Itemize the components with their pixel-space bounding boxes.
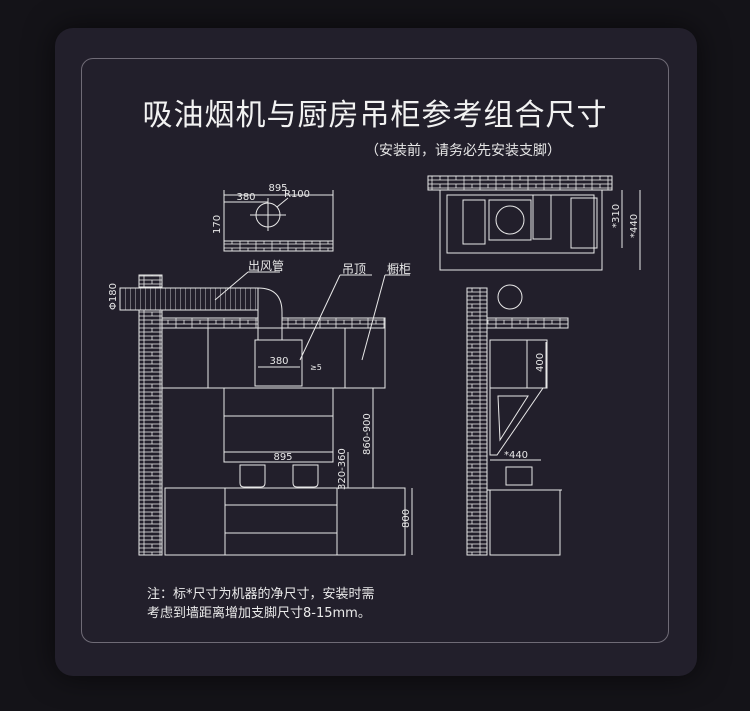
front-view [119, 271, 413, 556]
installation-note: 注：标*尺寸为机器的净尺寸，安装时需 考虑到墙距离增加支脚尺寸8-15mm。 [147, 585, 375, 623]
dim-hob-clearance: 320-360 [337, 448, 348, 490]
diagram-frame [81, 58, 669, 643]
dim-gap: ≥5 [310, 363, 322, 372]
dim-counter-height: 800 [401, 509, 412, 528]
dim-plan-height: 170 [212, 215, 223, 234]
hood-chimney [254, 339, 303, 387]
pot-side [505, 466, 533, 486]
exhaust-duct [119, 287, 259, 311]
top-view [427, 175, 641, 271]
dim-duct-diameter: Φ180 [108, 283, 119, 310]
dim-hood-width: 895 [273, 452, 292, 463]
dim-depth-outer: *440 [629, 214, 640, 238]
base-cabinet [164, 487, 406, 556]
dim-chimney-width: 380 [269, 356, 288, 367]
dim-hood-height: 860-900 [362, 413, 373, 455]
dim-plan-width: 895 [268, 183, 287, 194]
fan-icon [488, 199, 532, 241]
label-cabinet: 橱柜 [387, 262, 411, 276]
note-line-2: 考虑到墙距离增加支脚尺寸8-15mm。 [147, 606, 371, 621]
range-hood [223, 387, 334, 463]
plan-view [223, 190, 334, 252]
dim-side-cabinet: 400 [535, 353, 546, 372]
hood-top [439, 189, 603, 271]
label-duct: 出风管 [248, 258, 284, 273]
pot-left [239, 464, 266, 488]
pot-right [292, 464, 319, 488]
dim-plan-offset: 380 [236, 192, 255, 203]
note-line-1: 注：标*尺寸为机器的净尺寸，安装时需 [147, 587, 375, 602]
dim-plan-radius: R100 [284, 189, 310, 200]
side-view [466, 284, 569, 556]
label-ceiling: 吊顶 [342, 262, 366, 276]
subtitle: （安装前，请务必先安装支脚） [365, 143, 561, 159]
page-title: 吸油烟机与厨房吊柜参考组合尺寸 [142, 98, 608, 133]
dim-depth-inner: *310 [611, 204, 622, 228]
dim-side-depth: *440 [504, 450, 528, 461]
